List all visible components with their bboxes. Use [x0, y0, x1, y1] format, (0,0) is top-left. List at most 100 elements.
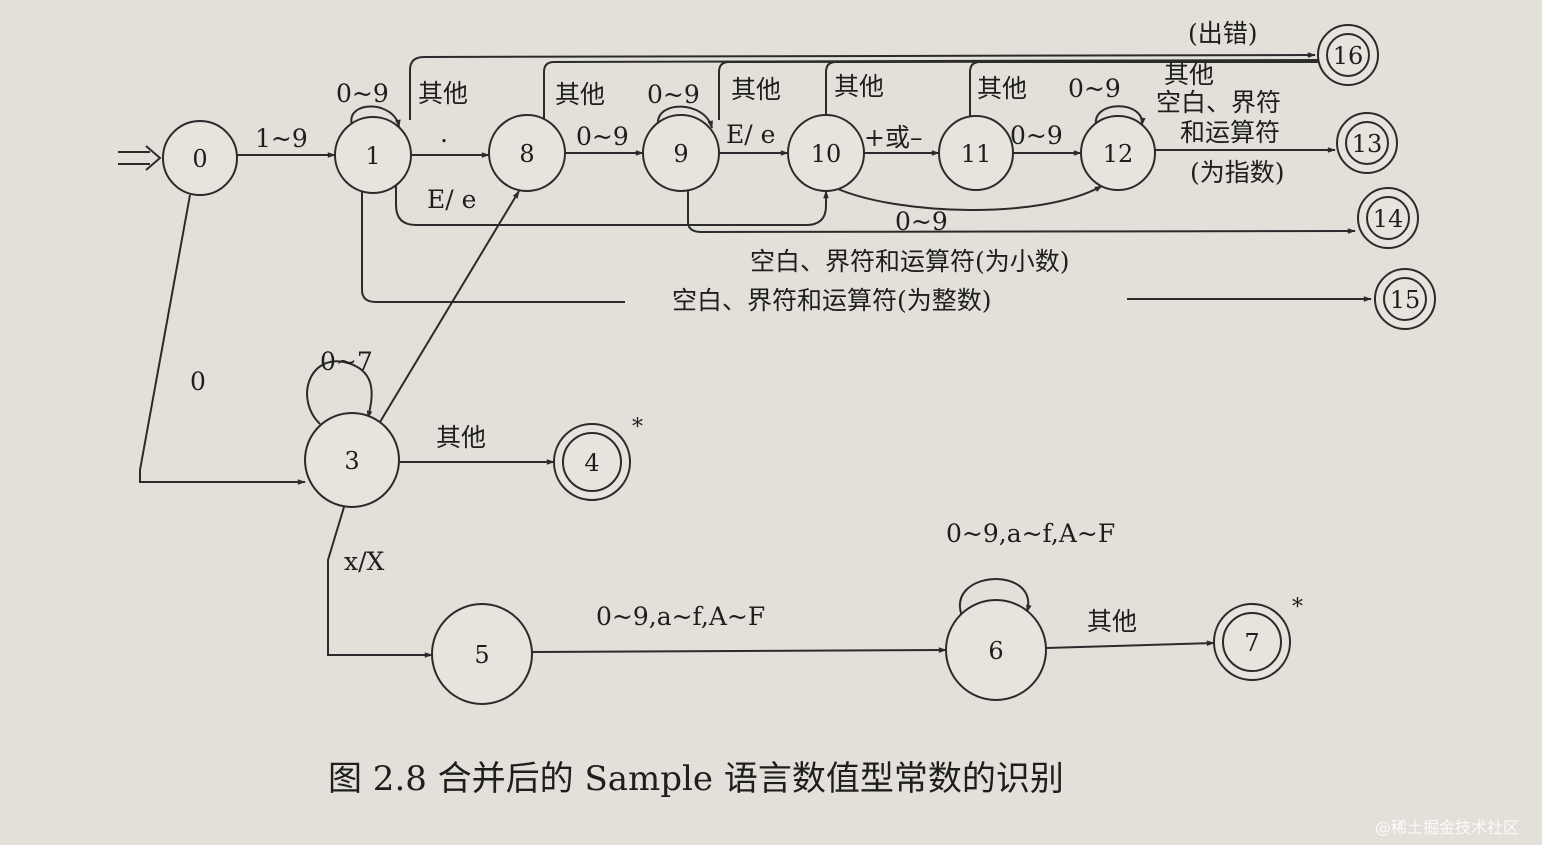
state-15-inner-circle [1383, 277, 1427, 321]
edge-label-9-to-16: 其他 [731, 75, 781, 104]
edge-label-10-to-11: +或– [864, 123, 922, 152]
state-8-circle [488, 114, 566, 192]
state-0: 0 [162, 120, 238, 196]
state-0-label: 0 [192, 145, 207, 173]
edge-label-12-to-13: 其他 [1164, 60, 1214, 89]
edge-label-12-to-13: 和运算符 [1180, 118, 1280, 147]
edge-label-9-to-14: 空白、界符和运算符(为小数) [750, 247, 1070, 276]
watermark: @稀土掘金技术社区 [1375, 818, 1519, 837]
state-7-marker: * [1292, 595, 1303, 620]
edge-label-1-to-1: 0~9 [336, 79, 389, 108]
edge-label-1-to-16: 其他 [418, 79, 468, 108]
edge-label-12-to-12: 0~9 [1068, 74, 1121, 103]
edge-label-0-to-1: 1~9 [255, 124, 308, 153]
edge-label-3-to-5: x/X [344, 547, 385, 576]
edge-6-to-7 [1045, 640, 1215, 649]
state-11: 11 [938, 115, 1014, 191]
state-7-inner-circle [1222, 612, 1282, 672]
edge-1-to-16 [409, 52, 1316, 120]
state-3-label: 3 [344, 447, 359, 475]
state-11-circle [938, 115, 1014, 191]
state-6-circle [945, 599, 1047, 701]
edge-label-5-to-6: 0~9,a~f,A~F [596, 602, 765, 631]
edge-12-to-12 [1094, 105, 1146, 126]
state-16-inner-circle [1326, 33, 1370, 77]
edge-3-to-8 [379, 190, 520, 423]
state-5-label: 5 [474, 641, 489, 669]
state-16-label: 16 [1333, 42, 1364, 70]
state-12-label: 12 [1103, 140, 1134, 168]
edge-label-3-to-3: 0~7 [320, 347, 373, 376]
edge-label-8-to-16: 其他 [555, 80, 605, 109]
state-13-inner-circle [1345, 121, 1389, 165]
edge-10-to-12 [837, 185, 1103, 211]
state-14: 14 [1357, 187, 1419, 249]
state-4-inner-circle [562, 432, 622, 492]
edge-0-to-3 [139, 194, 306, 485]
state-9-label: 9 [673, 140, 688, 168]
state-5: 5 [431, 603, 533, 705]
edge-label-6-to-6: 0~9,a~f,A~F [946, 519, 1115, 548]
state-6-label: 6 [988, 637, 1003, 665]
state-7: 7* [1213, 595, 1303, 681]
edge-label-11-to-16: 其他 [977, 74, 1027, 103]
edge-label-6-to-7: 其他 [1087, 607, 1137, 636]
state-9: 9 [642, 114, 720, 192]
state-14-label: 14 [1373, 205, 1404, 233]
figure-caption: 图 2.8 合并后的 Sample 语言数值型常数的识别 [328, 759, 1064, 799]
start-arrow [118, 145, 162, 171]
state-14-inner-circle [1366, 196, 1410, 240]
edge-label-1-to-8: . [440, 119, 448, 148]
state-11-label: 11 [961, 140, 992, 168]
state-3-circle [304, 412, 400, 508]
edges-layer [118, 52, 1371, 658]
edge-9-to-16 [718, 58, 1331, 120]
edge-6-to-6 [958, 578, 1032, 617]
edge-5-to-6 [531, 647, 947, 653]
edge-label-1-to-15: 空白、界符和运算符(为整数) [672, 286, 992, 315]
state-12: 12 [1080, 115, 1156, 191]
state-1-label: 1 [365, 142, 380, 170]
edge-label-12-to-13: 空白、界符 [1156, 88, 1281, 117]
state-12-circle [1080, 115, 1156, 191]
edge-label-11-to-12: 0~9 [1010, 121, 1063, 150]
state-15-label: 15 [1390, 286, 1421, 314]
edge-label-3-to-4: 其他 [436, 423, 486, 452]
state-13: 13 [1336, 112, 1398, 174]
state-4: 4* [553, 415, 643, 501]
state-6: 6 [945, 599, 1047, 701]
edge-1-to-15 [361, 192, 1371, 302]
edge-label-9-to-9: 0~9 [647, 80, 700, 109]
state-5-circle [431, 603, 533, 705]
state-15: 15 [1374, 268, 1436, 330]
state-10: 10 [787, 114, 865, 192]
edge-label-12-to-13: (为指数) [1190, 158, 1285, 187]
state-8-label: 8 [519, 140, 534, 168]
edge-3-to-3 [306, 360, 373, 425]
state-8: 8 [488, 114, 566, 192]
state-3: 3 [304, 412, 400, 508]
state-13-label: 13 [1352, 130, 1383, 158]
state-7-label: 7 [1244, 629, 1259, 657]
state-1-circle [334, 116, 412, 194]
edge-label-0-to-3: 0 [190, 367, 206, 396]
edge-3-to-5 [327, 506, 433, 658]
edge-10-to-16 [825, 58, 1331, 115]
edge-9-to-14 [687, 191, 1356, 234]
state-0-circle [162, 120, 238, 196]
state-9-circle [642, 114, 720, 192]
edge-8-to-16 [543, 57, 1331, 120]
state-16: 16 [1317, 24, 1379, 86]
edge-label-9-to-10: E/ e [726, 120, 775, 149]
edge-11-to-16 [969, 59, 1331, 116]
edge-label-10-to-16: 其他 [834, 72, 884, 101]
state-10-label: 10 [811, 140, 842, 168]
edge-label-8-to-9: 0~9 [576, 122, 629, 151]
state-4-marker: * [632, 415, 643, 440]
edge-label-1-to-10: E/ e [427, 185, 476, 214]
edge-1-to-1 [350, 105, 401, 128]
state-10-circle [787, 114, 865, 192]
edge-1-to-10 [395, 185, 829, 226]
